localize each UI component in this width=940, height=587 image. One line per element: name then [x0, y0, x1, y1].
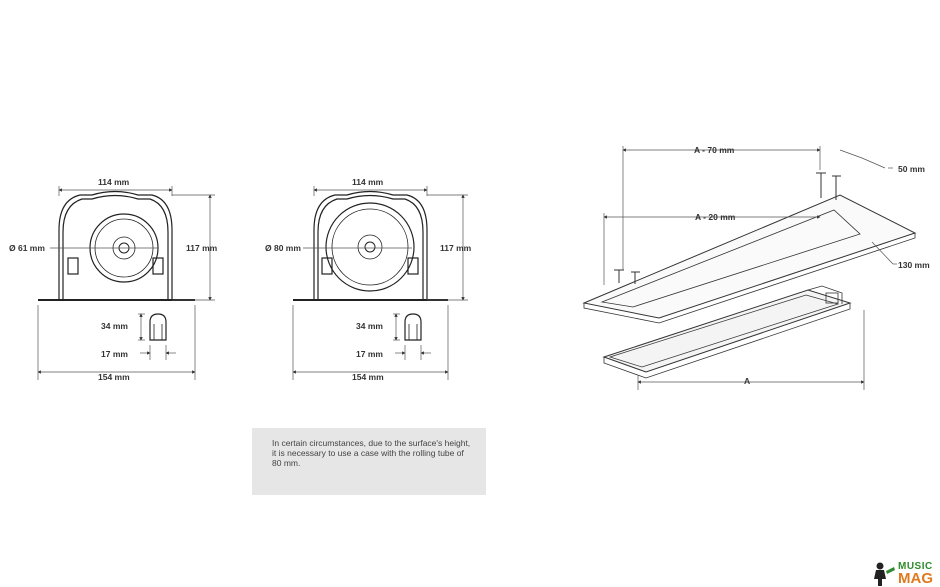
left-profile-height-label: 34 mm — [101, 321, 128, 331]
logo-line2: MAG — [898, 570, 933, 587]
middle-width-total-label: 154 mm — [352, 372, 384, 382]
left-cross-section — [38, 190, 195, 341]
note-text: In certain circumstances, due to the sur… — [272, 438, 471, 468]
left-width-total-label: 154 mm — [98, 372, 130, 382]
length-label: A — [744, 376, 750, 386]
length-inner-label: A - 20 mm — [695, 212, 736, 222]
middle-width-top-label: 114 mm — [352, 177, 384, 187]
middle-height-label: 117 mm — [440, 243, 472, 253]
perspective-dimensions — [603, 146, 897, 390]
note-box: In certain circumstances, due to the sur… — [252, 428, 486, 495]
width-label: 130 mm — [898, 260, 930, 270]
left-height-label: 117 mm — [186, 243, 218, 253]
perspective-housing — [602, 285, 852, 379]
middle-profile-height-label: 34 mm — [356, 321, 383, 331]
perspective-frame — [582, 172, 917, 324]
middle-dimensions — [292, 186, 468, 380]
left-profile-width-label: 17 mm — [101, 349, 128, 359]
middle-profile-width-label: 17 mm — [356, 349, 383, 359]
middle-cross-section — [293, 190, 448, 341]
left-width-top-label: 114 mm — [98, 177, 130, 187]
length-outer-label: A - 70 mm — [694, 145, 735, 155]
middle-diameter-label: Ø 80 mm — [265, 243, 301, 253]
left-dimensions — [37, 186, 215, 380]
logo-line1: MUSIC — [898, 561, 933, 572]
side-depth-label: 50 mm — [898, 164, 925, 174]
left-diameter-label: Ø 61 mm — [9, 243, 45, 253]
watermark-logo: MUSIC MAG — [870, 561, 940, 587]
logo-figure-icon — [874, 562, 895, 586]
